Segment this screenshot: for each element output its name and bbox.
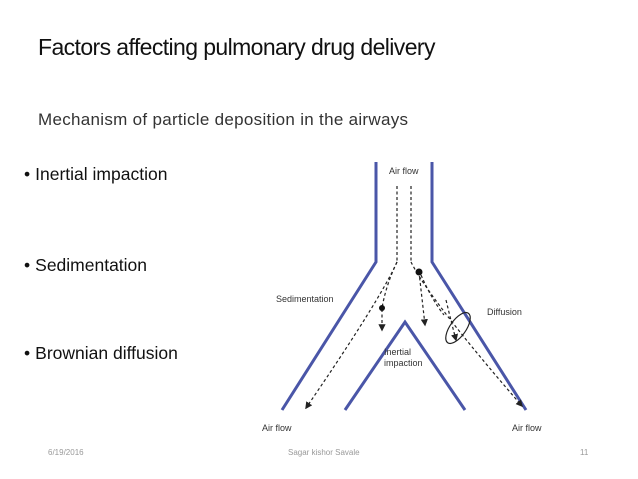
flow-line-sedimentation [378,261,398,332]
bullet-label: Inertial impaction [35,164,168,184]
airway-inner-wall [343,319,467,411]
airway-deposition-diagram: Air flow Sedimentation Diffusion Inertia… [262,162,542,433]
bullet-label: Brownian diffusion [35,343,178,363]
label-sedimentation: Sedimentation [276,294,334,304]
bullet-label: Sedimentation [35,255,148,275]
airway-left-outer-wall [280,162,378,411]
bullet-brownian-diffusion: •Brownian diffusion [24,343,178,364]
airway-right-outer-wall [430,162,528,411]
flow-line-left-branch [305,261,398,410]
airway-walls [280,162,528,411]
flow-lines [305,186,523,410]
particle-sedimentation [379,305,385,311]
bullet-marker: • [24,255,31,275]
bullet-inertial-impaction: •Inertial impaction [24,164,167,185]
slide-subtitle: Mechanism of particle deposition in the … [38,110,409,129]
bullet-marker: • [24,164,31,184]
label-air-flow-top: Air flow [389,166,419,176]
bullet-sedimentation: •Sedimentation [24,255,147,276]
footer-page-number: 11 [580,448,589,457]
footer-date: 6/19/2016 [48,448,84,457]
footer-author: Sagar kishor Savale [288,448,360,457]
diffusion-loop [445,311,471,345]
label-inertial-line1: Inertial [384,347,411,357]
flow-line-inertial [418,271,428,327]
label-air-flow-right: Air flow [512,423,542,433]
particle-top [415,268,423,276]
bullet-marker: • [24,343,31,363]
label-inertial-line2: impaction [384,358,423,368]
label-air-flow-left: Air flow [262,423,292,433]
flow-line-right-branch [410,261,523,408]
slide-title: Factors affecting pulmonary drug deliver… [38,34,435,60]
label-diffusion: Diffusion [487,307,522,317]
